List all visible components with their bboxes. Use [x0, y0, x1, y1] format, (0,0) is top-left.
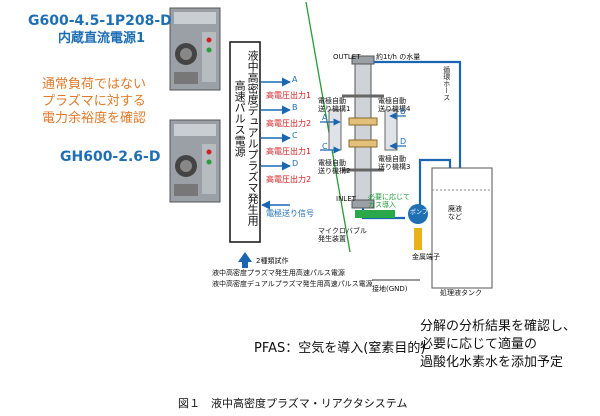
electrode-label-3: 電極自動 送り機構3 — [378, 155, 411, 171]
pump-icon — [408, 204, 428, 224]
electrode-label-4: 電極自動 送り機構4 — [378, 97, 411, 113]
port-letter-c: C — [322, 142, 328, 151]
arrow-up-icon — [238, 252, 252, 268]
prototype-title: 2種類試作 — [256, 257, 289, 265]
electrode-label-1: 電極自動 送り機構1 — [318, 97, 351, 113]
pfas-note: PFAS：空気を導入(窒素目的) — [254, 341, 426, 356]
port-arrows — [320, 112, 406, 154]
output-letter-a: A — [292, 75, 298, 84]
electrode-label-2: 電極自動 送り機構2 — [318, 159, 351, 175]
power-supply-2-icon — [169, 119, 221, 203]
outlet-label: OUTLET — [333, 53, 361, 61]
hv-output-1b: 高電圧出力1 — [266, 147, 312, 156]
figure-caption: 図１ 液中高密度プラズマ・リアクタシステム — [178, 397, 408, 410]
ps1-desc: 内蔵直流電源1 — [58, 31, 146, 46]
ps1-model: G600-4.5-1P208-D — [28, 13, 172, 29]
analysis-note-3: 過酸化水素水を添加予定 — [420, 355, 564, 370]
hv-output-2b: 高電圧出力2 — [266, 175, 312, 184]
green-guide-line — [305, 1, 351, 253]
hose-label: 循環ホース — [442, 66, 451, 101]
output-arrows — [260, 77, 291, 210]
gas-label: 必要に応じて ガス導入 — [368, 193, 410, 209]
inlet-label: INLET — [336, 195, 356, 203]
output-letter-b: B — [292, 103, 298, 112]
port-letter-d: D — [400, 137, 407, 146]
gas-pipe — [355, 210, 395, 218]
hv-output-2a: 高電圧出力2 — [266, 119, 312, 128]
port-letter-b: B — [400, 107, 406, 116]
ps2-model: GH600-2.6-D — [60, 149, 161, 165]
waste-label: 廃液 など — [448, 205, 462, 221]
pulse-box-line1: 液中高密度デュアルプラズマ発生用 — [246, 50, 260, 226]
flow-label: 約1t/h の水量 — [376, 53, 421, 61]
prototype-item-2: 液中高密度デュアルプラズマ発生用高速パルス電源 — [212, 280, 373, 288]
electrode-signal-label: 電極送り信号 — [266, 209, 314, 218]
pulse-box-line2: 高速パルス電源 — [233, 80, 247, 157]
pulse-power-box — [229, 41, 261, 243]
bubble-label: マイクロバブル 発生装置 — [318, 227, 367, 243]
pump-label: ポンプ — [410, 209, 428, 216]
reactor-column — [328, 55, 398, 209]
treatment-tank — [431, 167, 493, 289]
analysis-note-2: 必要に応じて適量の — [420, 337, 538, 352]
metal-label: 金属端子 — [412, 253, 440, 261]
note-orange-1: 通常負荷ではない — [42, 77, 147, 92]
ground-label: 接地(GND) — [372, 285, 408, 293]
note-orange-3: 電力余裕度を確認 — [42, 111, 147, 126]
note-orange-2: プラズマに対する — [42, 94, 146, 109]
power-supply-1-icon — [169, 7, 221, 91]
tank-label: 処理液タンク — [440, 289, 482, 297]
prototype-item-1: 液中高密度プラズマ発生用高速パルス電源 — [212, 269, 345, 277]
output-letter-c: C — [292, 131, 298, 140]
analysis-note-1: 分解の分析結果を確認し、 — [420, 319, 577, 334]
metal-terminal-icon — [414, 228, 422, 250]
output-letter-d: D — [292, 159, 299, 168]
port-letter-a: A — [322, 113, 328, 122]
hv-output-1a: 高電圧出力1 — [266, 91, 312, 100]
